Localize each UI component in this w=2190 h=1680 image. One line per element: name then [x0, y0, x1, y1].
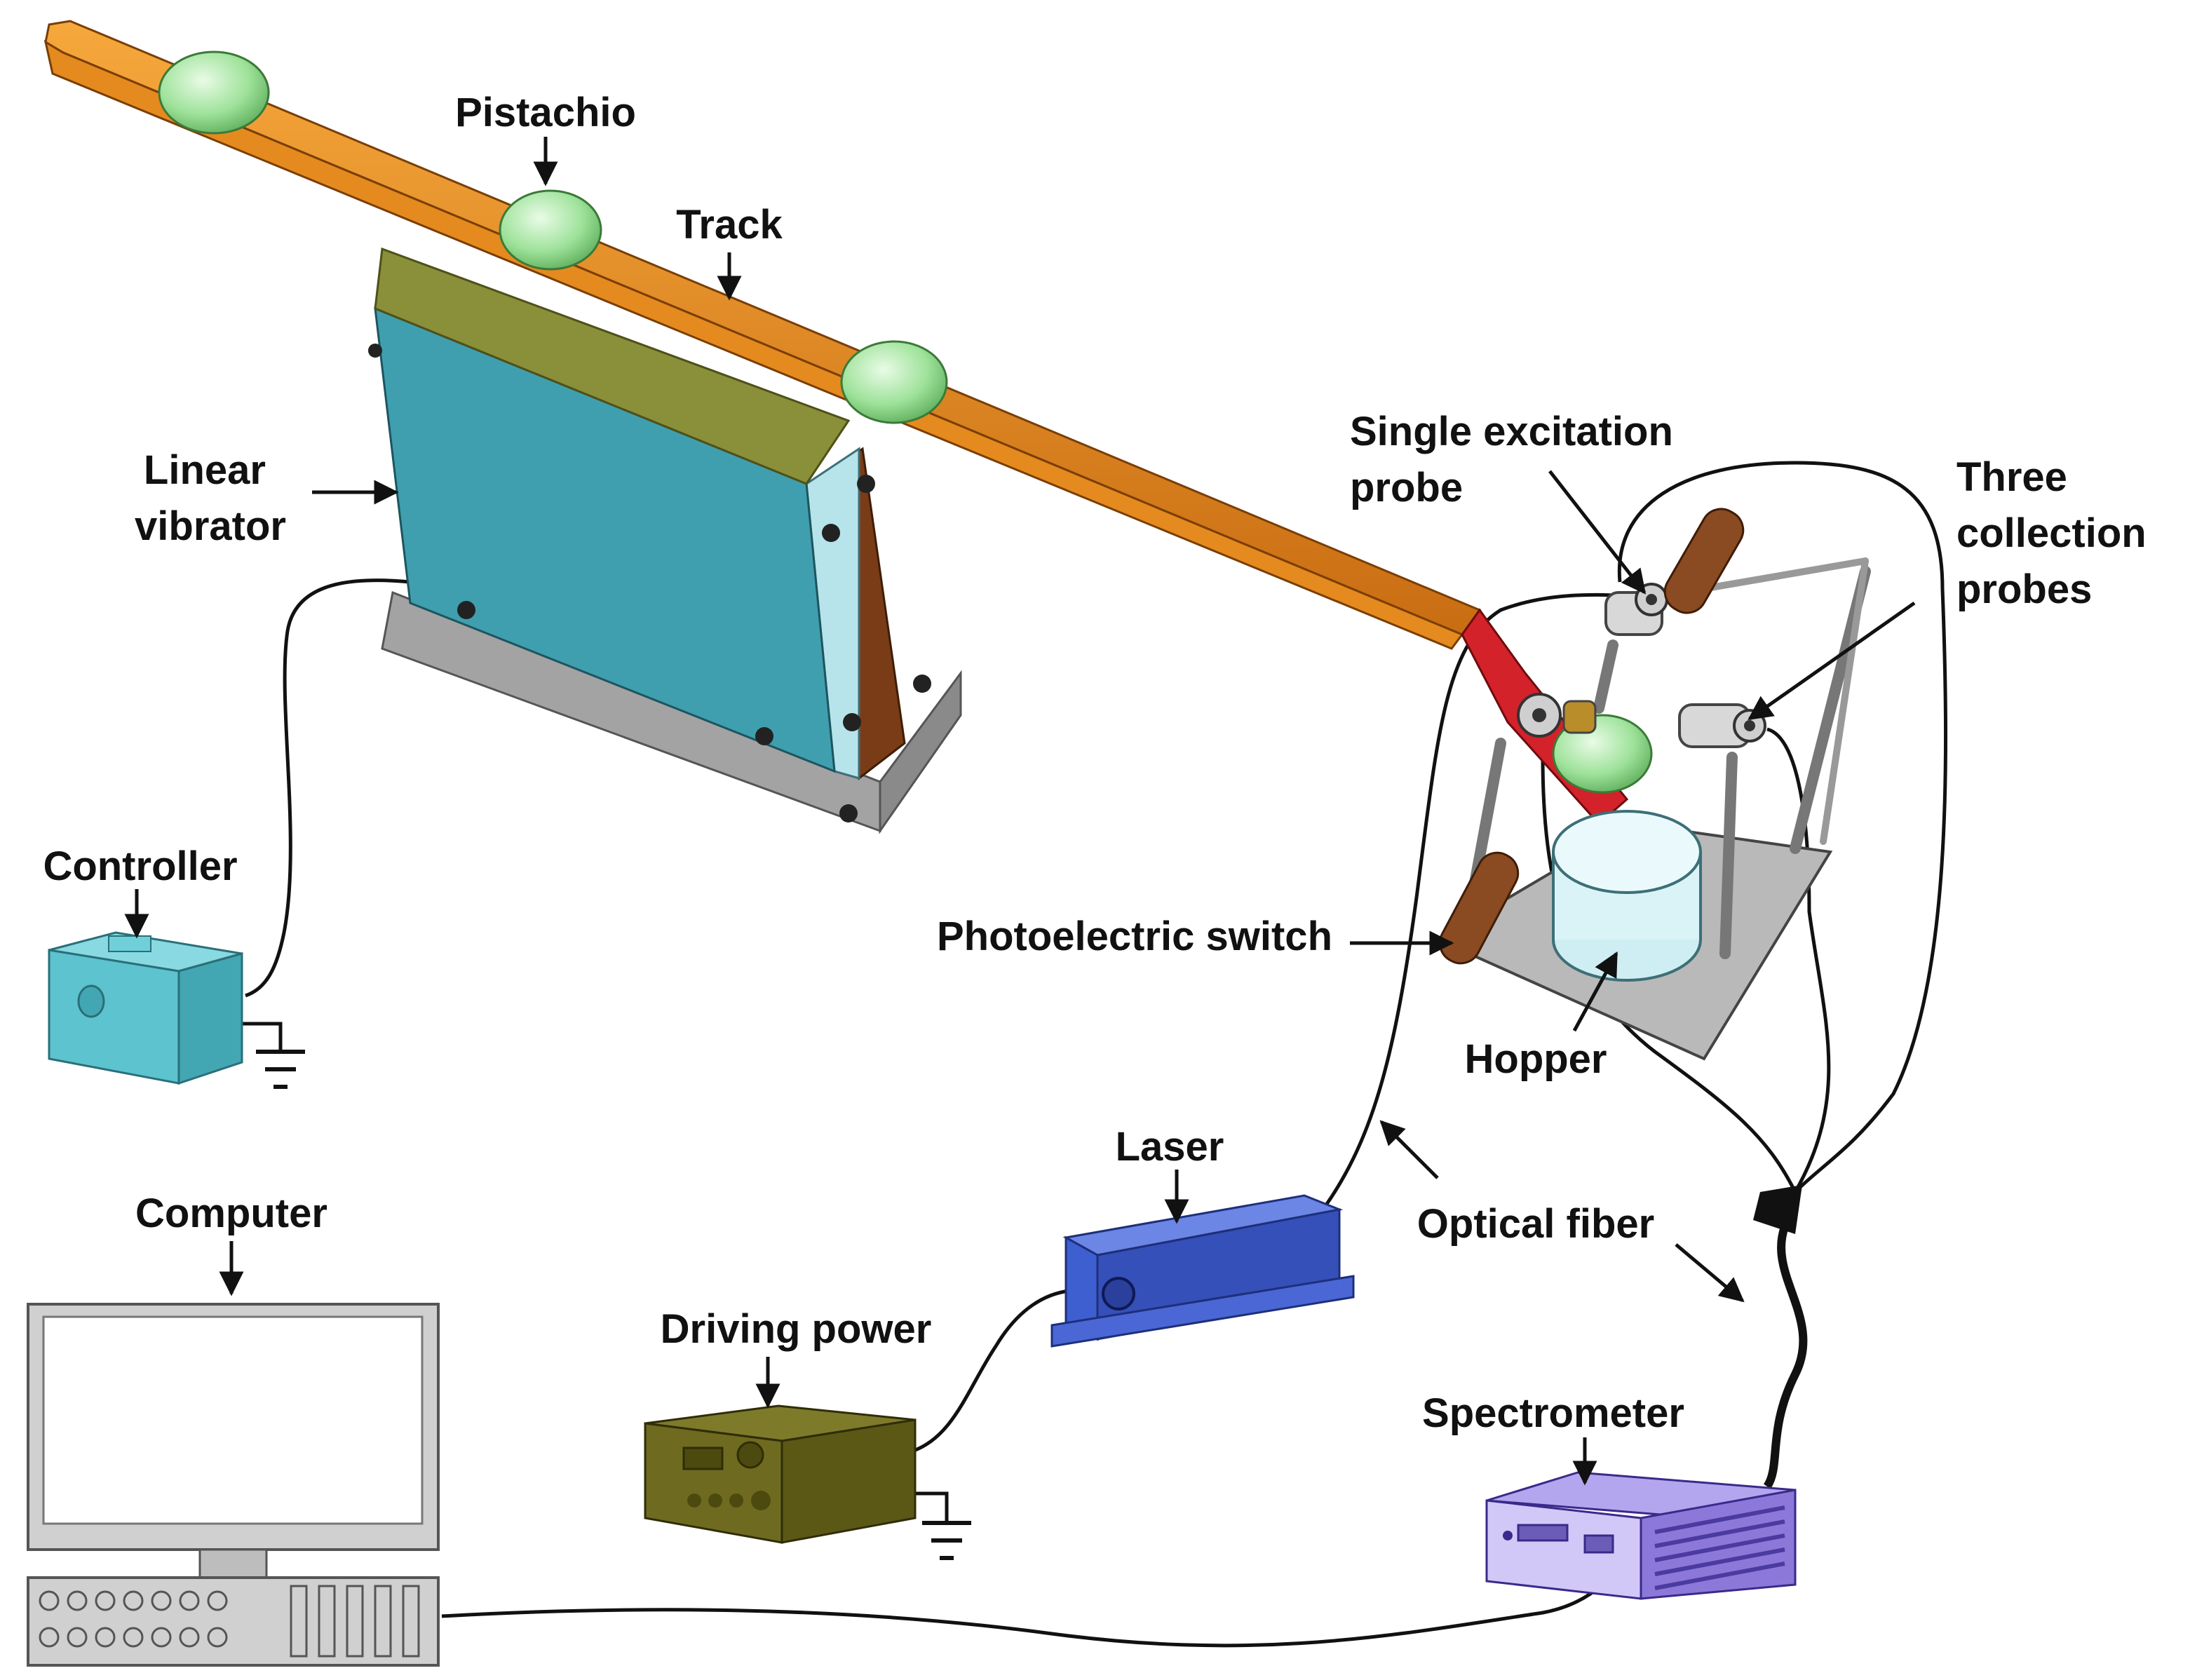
label-controller: Controller — [43, 844, 237, 889]
monitor-screen — [42, 1315, 424, 1525]
fiber-connector — [1753, 1185, 1802, 1234]
label-pistachio: Pistachio — [455, 90, 636, 135]
pistachio-3 — [840, 340, 948, 424]
pistachio-2 — [499, 189, 602, 271]
label-single-excitation-probe: Single excitation probe — [1350, 409, 1684, 510]
hopper — [1552, 810, 1702, 982]
label-three-collection-line2: collection — [1956, 510, 2147, 556]
arrow-hopper — [1572, 951, 1618, 1032]
photoelectric-switch-upper — [1663, 508, 1745, 614]
label-hopper: Hopper — [1465, 1036, 1607, 1082]
computer-tower — [27, 1576, 440, 1667]
laser — [1050, 1194, 1355, 1348]
photoelectric-switch-lower — [1438, 851, 1520, 965]
fiber-loop-middle — [1766, 727, 1831, 1193]
power-ground-wire — [912, 1491, 949, 1522]
fiber-bundle — [1763, 1225, 1808, 1489]
label-computer: Computer — [135, 1191, 327, 1236]
controller-cable — [245, 578, 411, 998]
arrow-three-collection — [1748, 601, 1916, 721]
pistachio-4 — [1552, 714, 1653, 794]
controller-ground-wire — [242, 1022, 283, 1052]
usb-cable — [441, 1541, 1636, 1648]
pistachios — [158, 50, 1653, 794]
label-driving-power: Driving power — [661, 1306, 932, 1352]
driving-power — [644, 1404, 917, 1544]
laser-power-cable — [911, 1288, 1081, 1454]
collection-probe-top — [1604, 583, 1668, 636]
label-single-excitation-line1: Single excitation — [1350, 409, 1673, 454]
label-linear-vibrator: Linear vibrator — [135, 447, 286, 549]
computer — [27, 1303, 440, 1667]
collection-probe-right — [1678, 703, 1766, 748]
fiber-loop-inner — [1541, 757, 1797, 1193]
label-single-excitation-line2: probe — [1350, 465, 1463, 510]
excitation-fiber — [1323, 592, 1642, 1207]
label-optical-fiber: Optical fiber — [1417, 1201, 1654, 1247]
arrow-optical-fiber-lower — [1675, 1243, 1745, 1303]
power-ground-icon — [922, 1521, 971, 1560]
label-arrows — [124, 137, 1916, 1486]
label-three-collection-line1: Three — [1956, 454, 2067, 500]
probe-stand — [1434, 508, 1871, 1061]
pistachio-1 — [158, 50, 270, 135]
spectrometer — [1485, 1471, 1797, 1600]
linear-vibrator — [368, 247, 962, 834]
controller-ground-icon — [256, 1050, 305, 1089]
label-linear-vibrator-line2: vibrator — [135, 503, 286, 549]
label-linear-vibrator-line1: Linear — [144, 447, 266, 493]
label-laser: Laser — [1116, 1124, 1224, 1170]
label-photoelectric-switch: Photoelectric switch — [937, 914, 1332, 959]
wiring — [242, 461, 1948, 1648]
label-three-collection-line3: probes — [1956, 567, 2092, 612]
arrow-single-excitation — [1548, 470, 1647, 595]
fiber-loop-outer — [1617, 461, 1948, 1193]
label-three-collection-probes: Three collection probes — [1956, 454, 2158, 612]
controller — [48, 931, 243, 1085]
excitation-probe — [1517, 693, 1597, 738]
label-spectrometer: Spectrometer — [1422, 1390, 1684, 1436]
arrow-optical-fiber-upper — [1379, 1120, 1439, 1179]
label-track: Track — [676, 202, 783, 248]
